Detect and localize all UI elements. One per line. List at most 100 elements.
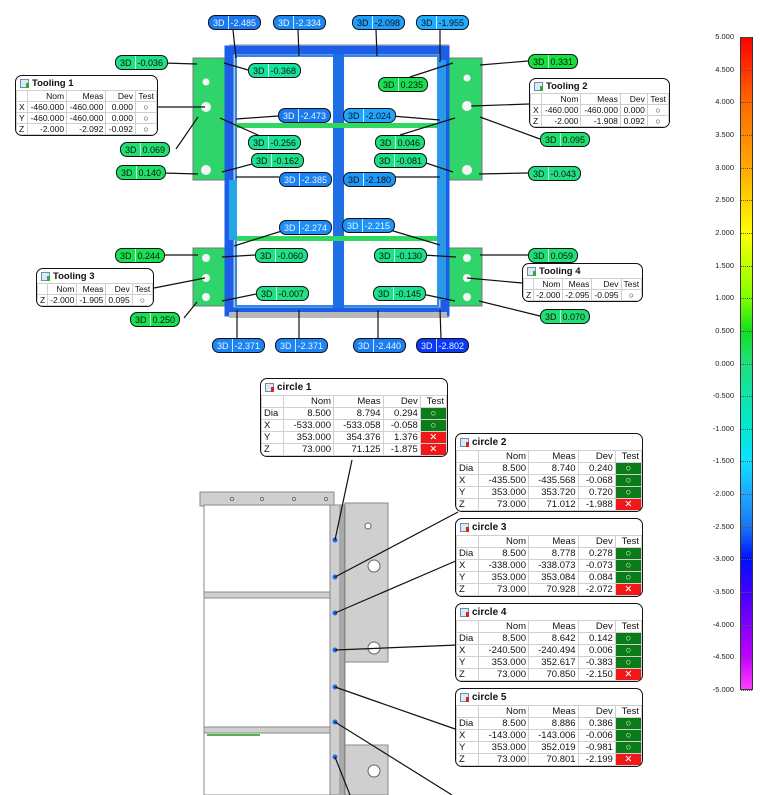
- table-row: X-338.000-338.073-0.073○: [456, 559, 642, 572]
- deviation-label[interactable]: 3D-0.256: [248, 135, 302, 150]
- label-value: 0.331: [550, 56, 574, 67]
- axis-cell: Dia: [456, 717, 480, 730]
- deviation-label[interactable]: 3D-0.368: [248, 63, 302, 78]
- label-prefix: 3D: [256, 249, 276, 262]
- mounting-holes: [201, 74, 472, 301]
- table-cell: ○: [646, 104, 669, 116]
- label-value: -2.485: [230, 17, 257, 28]
- column-header: Dev: [577, 705, 616, 718]
- color-scale-tick: [741, 167, 752, 169]
- nom-cell: 8.500: [478, 462, 530, 475]
- leader-lines-top: [153, 29, 541, 339]
- deviation-label[interactable]: 3D-0.145: [373, 286, 427, 301]
- nom-cell: 8.500: [478, 547, 530, 560]
- nom-cell: 8.500: [283, 407, 335, 420]
- deviation-label[interactable]: 3D-2.802: [416, 338, 470, 353]
- nom-cell: 353.000: [478, 741, 530, 754]
- deviation-label[interactable]: 3D-0.162: [251, 153, 305, 168]
- color-scale-tick: [741, 298, 752, 300]
- axis-cell: X: [456, 559, 480, 572]
- axis-cell: Z: [456, 583, 480, 596]
- deviation-label[interactable]: 3D-2.385: [279, 172, 333, 187]
- deviation-label[interactable]: 3D-2.485: [208, 15, 262, 30]
- color-scale-tick: [741, 363, 752, 365]
- table-cell: -460.000: [26, 112, 68, 124]
- test-pass-icon: ○: [419, 407, 447, 420]
- test-pass-icon: ○: [614, 547, 642, 560]
- label-prefix: 3D: [280, 221, 300, 234]
- label-prefix: 3D: [279, 109, 299, 122]
- nom-cell: -143.000: [478, 729, 530, 742]
- color-scale-tick: [741, 526, 752, 528]
- deviation-label[interactable]: 3D-0.081: [374, 153, 428, 168]
- deviation-label[interactable]: 3D-0.060: [255, 248, 309, 263]
- column-header: Test: [614, 705, 642, 718]
- deviation-label[interactable]: 3D-1.955: [416, 15, 470, 30]
- axis-cell: Y: [456, 741, 480, 754]
- table-row: Z-2.000-2.095-0.095○: [523, 289, 642, 301]
- deviation-label[interactable]: 3D-2.334: [273, 15, 327, 30]
- dev-cell: 0.084: [577, 571, 616, 584]
- nom-cell: 73.000: [478, 583, 530, 596]
- deviation-label[interactable]: 3D-2.473: [278, 108, 332, 123]
- cross-bar-1: [236, 123, 438, 128]
- deviation-label[interactable]: 3D-2.024: [343, 108, 397, 123]
- deviation-label[interactable]: 3D-2.098: [352, 15, 406, 30]
- deviation-label[interactable]: 3D-2.215: [342, 218, 396, 233]
- table-cell: -460.000: [66, 112, 107, 124]
- deviation-label[interactable]: 3D-2.440: [353, 338, 407, 353]
- deviation-label[interactable]: 3D-2.371: [275, 338, 329, 353]
- label-prefix: 3D: [417, 339, 437, 352]
- table-title: Tooling 1: [16, 76, 157, 90]
- table-cell: Y: [16, 112, 28, 124]
- column-header: Nom: [533, 278, 564, 290]
- label-value: -2.385: [301, 174, 328, 185]
- deviation-label[interactable]: 3D-0.036: [115, 55, 169, 70]
- deviation-label[interactable]: 3D-2.274: [279, 220, 333, 235]
- table-cell: Z: [523, 289, 535, 301]
- table-title: circle 2: [456, 434, 642, 450]
- deviation-label[interactable]: 3D-0.130: [374, 248, 428, 263]
- deviation-label[interactable]: 3D-2.371: [212, 338, 266, 353]
- column-header: Dev: [382, 395, 421, 408]
- deviation-label[interactable]: 3D-0.007: [256, 286, 310, 301]
- column-header: [456, 705, 480, 718]
- column-header: Nom: [540, 93, 582, 105]
- label-value: -2.098: [374, 17, 401, 28]
- table-cell: -0.095: [591, 289, 622, 301]
- deviation-label[interactable]: 3D-0.043: [528, 166, 582, 181]
- color-scale-tick: [741, 657, 752, 659]
- deviation-label[interactable]: 3D-2.180: [343, 172, 397, 187]
- test-fail-icon: ✕: [419, 443, 447, 456]
- table-cell: -2.000: [540, 115, 582, 127]
- meas-cell: 352.617: [528, 656, 579, 669]
- dev-cell: -0.981: [577, 741, 616, 754]
- table-cell: -1.905: [76, 294, 107, 306]
- column-header: [456, 620, 480, 633]
- color-scale-tick: [741, 69, 752, 71]
- label-prefix: 3D: [117, 166, 137, 179]
